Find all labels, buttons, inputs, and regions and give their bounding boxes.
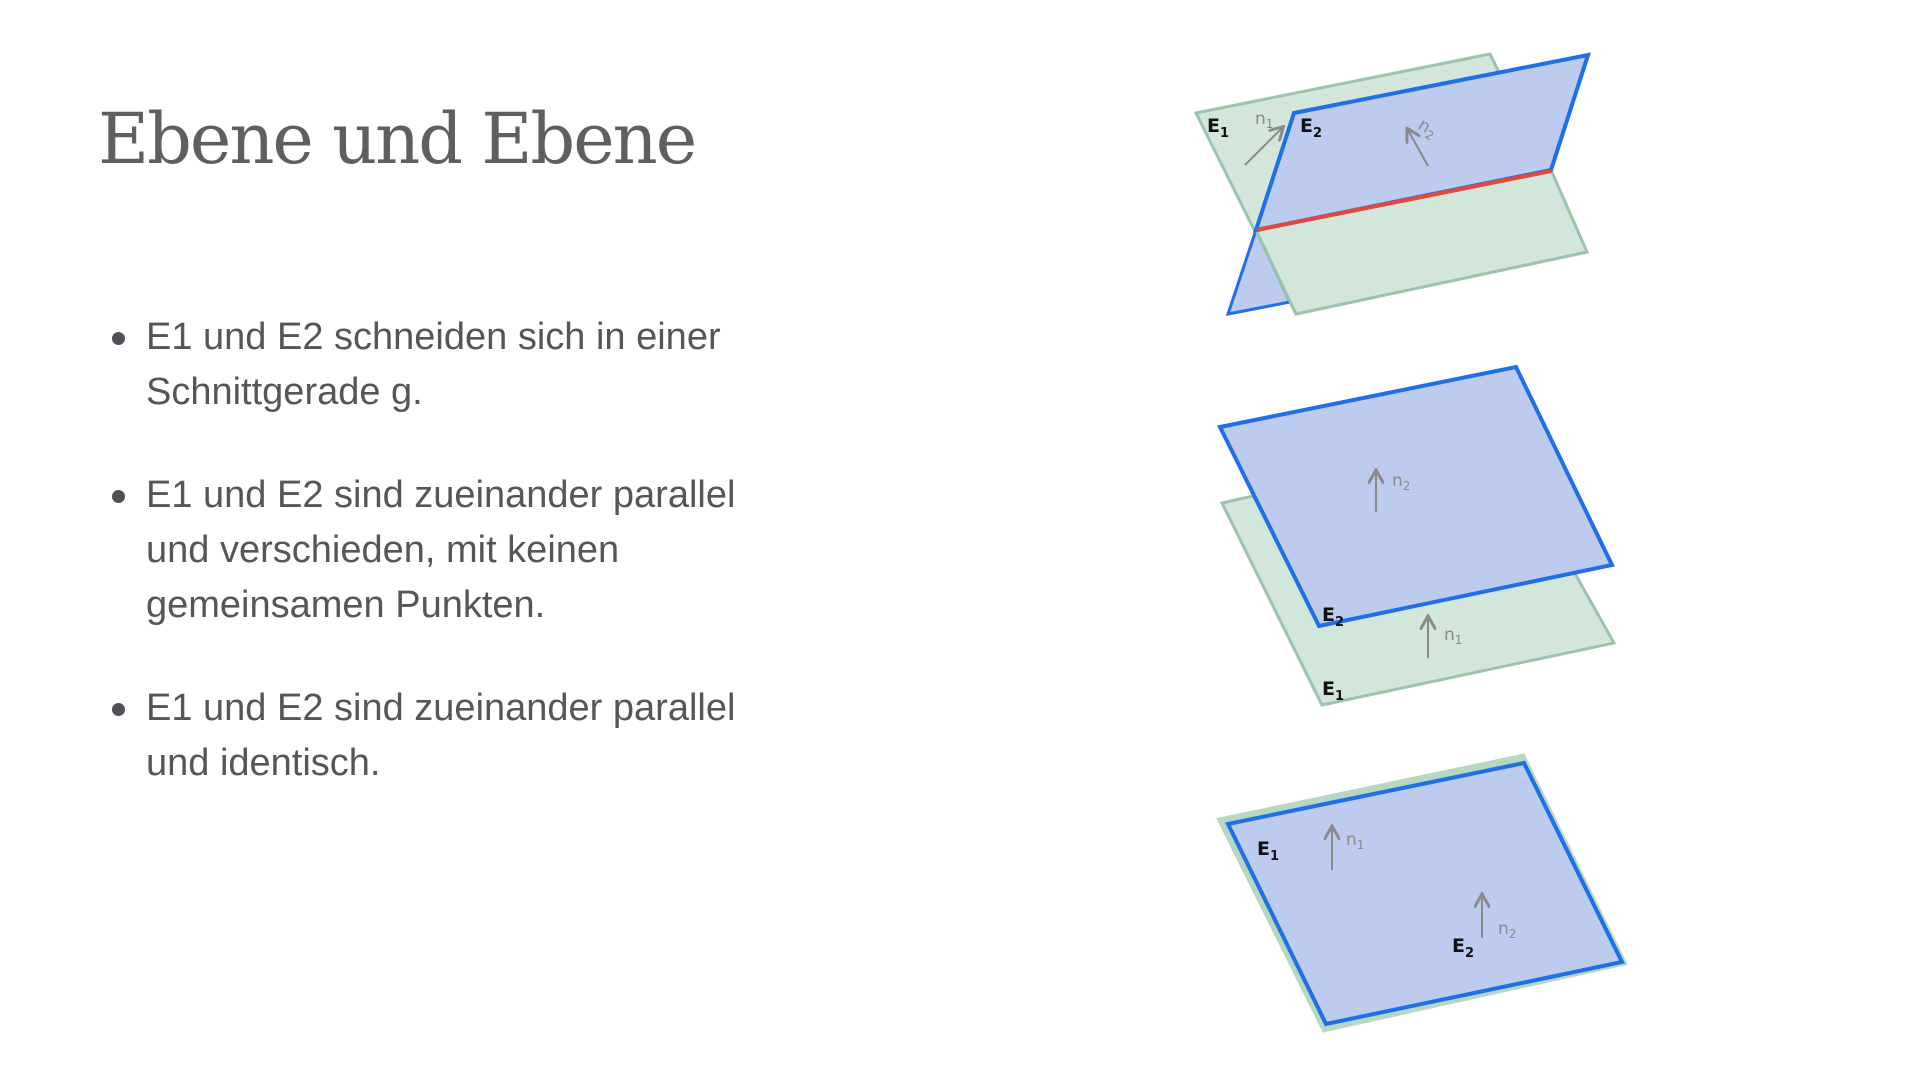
diagram-parallel-distinct-planes: E2 E1 n2 n1 xyxy=(1217,364,1617,707)
diagram-identical-planes: E1 E2 n1 n2 xyxy=(1216,753,1628,1033)
slide-title: Ebene und Ebene xyxy=(98,98,697,180)
label-n1: n xyxy=(1346,830,1357,850)
label-e1: E xyxy=(1207,115,1220,137)
svg-text:E2: E2 xyxy=(1322,604,1344,630)
svg-text:E1: E1 xyxy=(1322,678,1344,704)
label-e1: E xyxy=(1322,678,1335,700)
label-e2: E xyxy=(1452,935,1465,957)
bullet-line: Schnittgerade g. xyxy=(146,371,423,413)
label-n2: n xyxy=(1498,919,1509,939)
label-n1: n xyxy=(1255,109,1266,129)
intersection-line-g xyxy=(1256,169,1552,232)
diagram-intersecting-planes: E1 E2 n1 n2 xyxy=(1193,52,1591,316)
svg-text:n1: n1 xyxy=(1255,109,1273,131)
plane-e2 xyxy=(1253,52,1591,233)
bullet-item-identical: E1 und E2 sind zueinander parallel und i… xyxy=(110,681,810,791)
svg-text:n1: n1 xyxy=(1346,830,1364,852)
bullet-line: gemeinsamen Punkten. xyxy=(146,584,546,626)
svg-text:n1: n1 xyxy=(1444,625,1462,647)
normal-vector-n1-icon xyxy=(1244,128,1282,166)
label-n1: n xyxy=(1444,625,1455,645)
label-e2: E xyxy=(1322,604,1335,626)
label-e2: E xyxy=(1300,115,1313,137)
svg-text:n2: n2 xyxy=(1498,919,1516,941)
bullet-line: und identisch. xyxy=(146,742,381,784)
bullet-line: E1 und E2 schneiden sich in einer xyxy=(146,316,721,358)
normal-vector-n2-icon xyxy=(1408,130,1429,167)
label-e1: E xyxy=(1257,838,1270,860)
bullet-dot-icon xyxy=(112,703,125,716)
svg-text:E2: E2 xyxy=(1452,935,1474,961)
bullet-list: E1 und E2 schneiden sich in einer Schnit… xyxy=(110,310,810,839)
svg-text:E1: E1 xyxy=(1257,838,1279,864)
bullet-line: E1 und E2 sind zueinander parallel xyxy=(146,474,736,516)
bullet-item-intersecting: E1 und E2 schneiden sich in einer Schnit… xyxy=(110,310,810,420)
svg-text:n2: n2 xyxy=(1392,471,1410,493)
svg-text:E1: E1 xyxy=(1207,115,1229,141)
bullet-dot-icon xyxy=(112,490,125,503)
bullet-line: und verschieden, mit keinen xyxy=(146,529,620,571)
label-n2: n xyxy=(1392,471,1403,491)
svg-text:E2: E2 xyxy=(1300,115,1322,141)
bullet-line: E1 und E2 sind zueinander parallel xyxy=(146,687,736,729)
bullet-dot-icon xyxy=(112,332,125,345)
plane-e2 xyxy=(1217,364,1615,629)
plane-e2 xyxy=(1225,760,1625,1027)
bullet-item-parallel-distinct: E1 und E2 sind zueinander parallel und v… xyxy=(110,468,810,633)
